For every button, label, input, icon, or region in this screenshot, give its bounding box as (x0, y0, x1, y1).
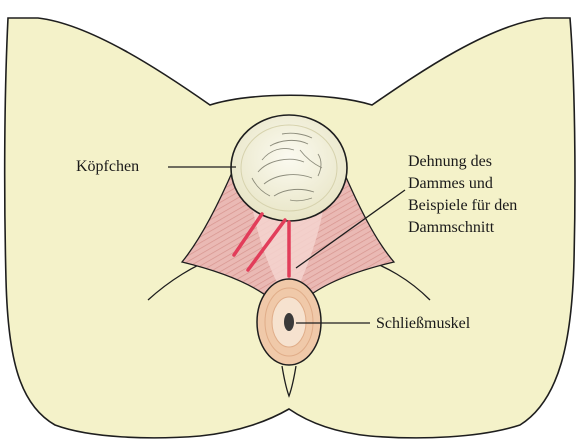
fetal-head (231, 115, 347, 221)
stretch-label-line-4: Dammschnitt (408, 217, 517, 239)
sphincter (257, 279, 321, 365)
stretch-label-line-1: Dehnung des (408, 151, 517, 173)
stretch-label-line-2: Dammes und (408, 173, 517, 195)
stretch-label-line-3: Beispiele für den (408, 195, 517, 217)
head-label: Köpfchen (76, 156, 139, 178)
stretch-label: Dehnung des Dammes und Beispiele für den… (408, 151, 517, 239)
sphincter-label: Schließmuskel (376, 313, 470, 335)
